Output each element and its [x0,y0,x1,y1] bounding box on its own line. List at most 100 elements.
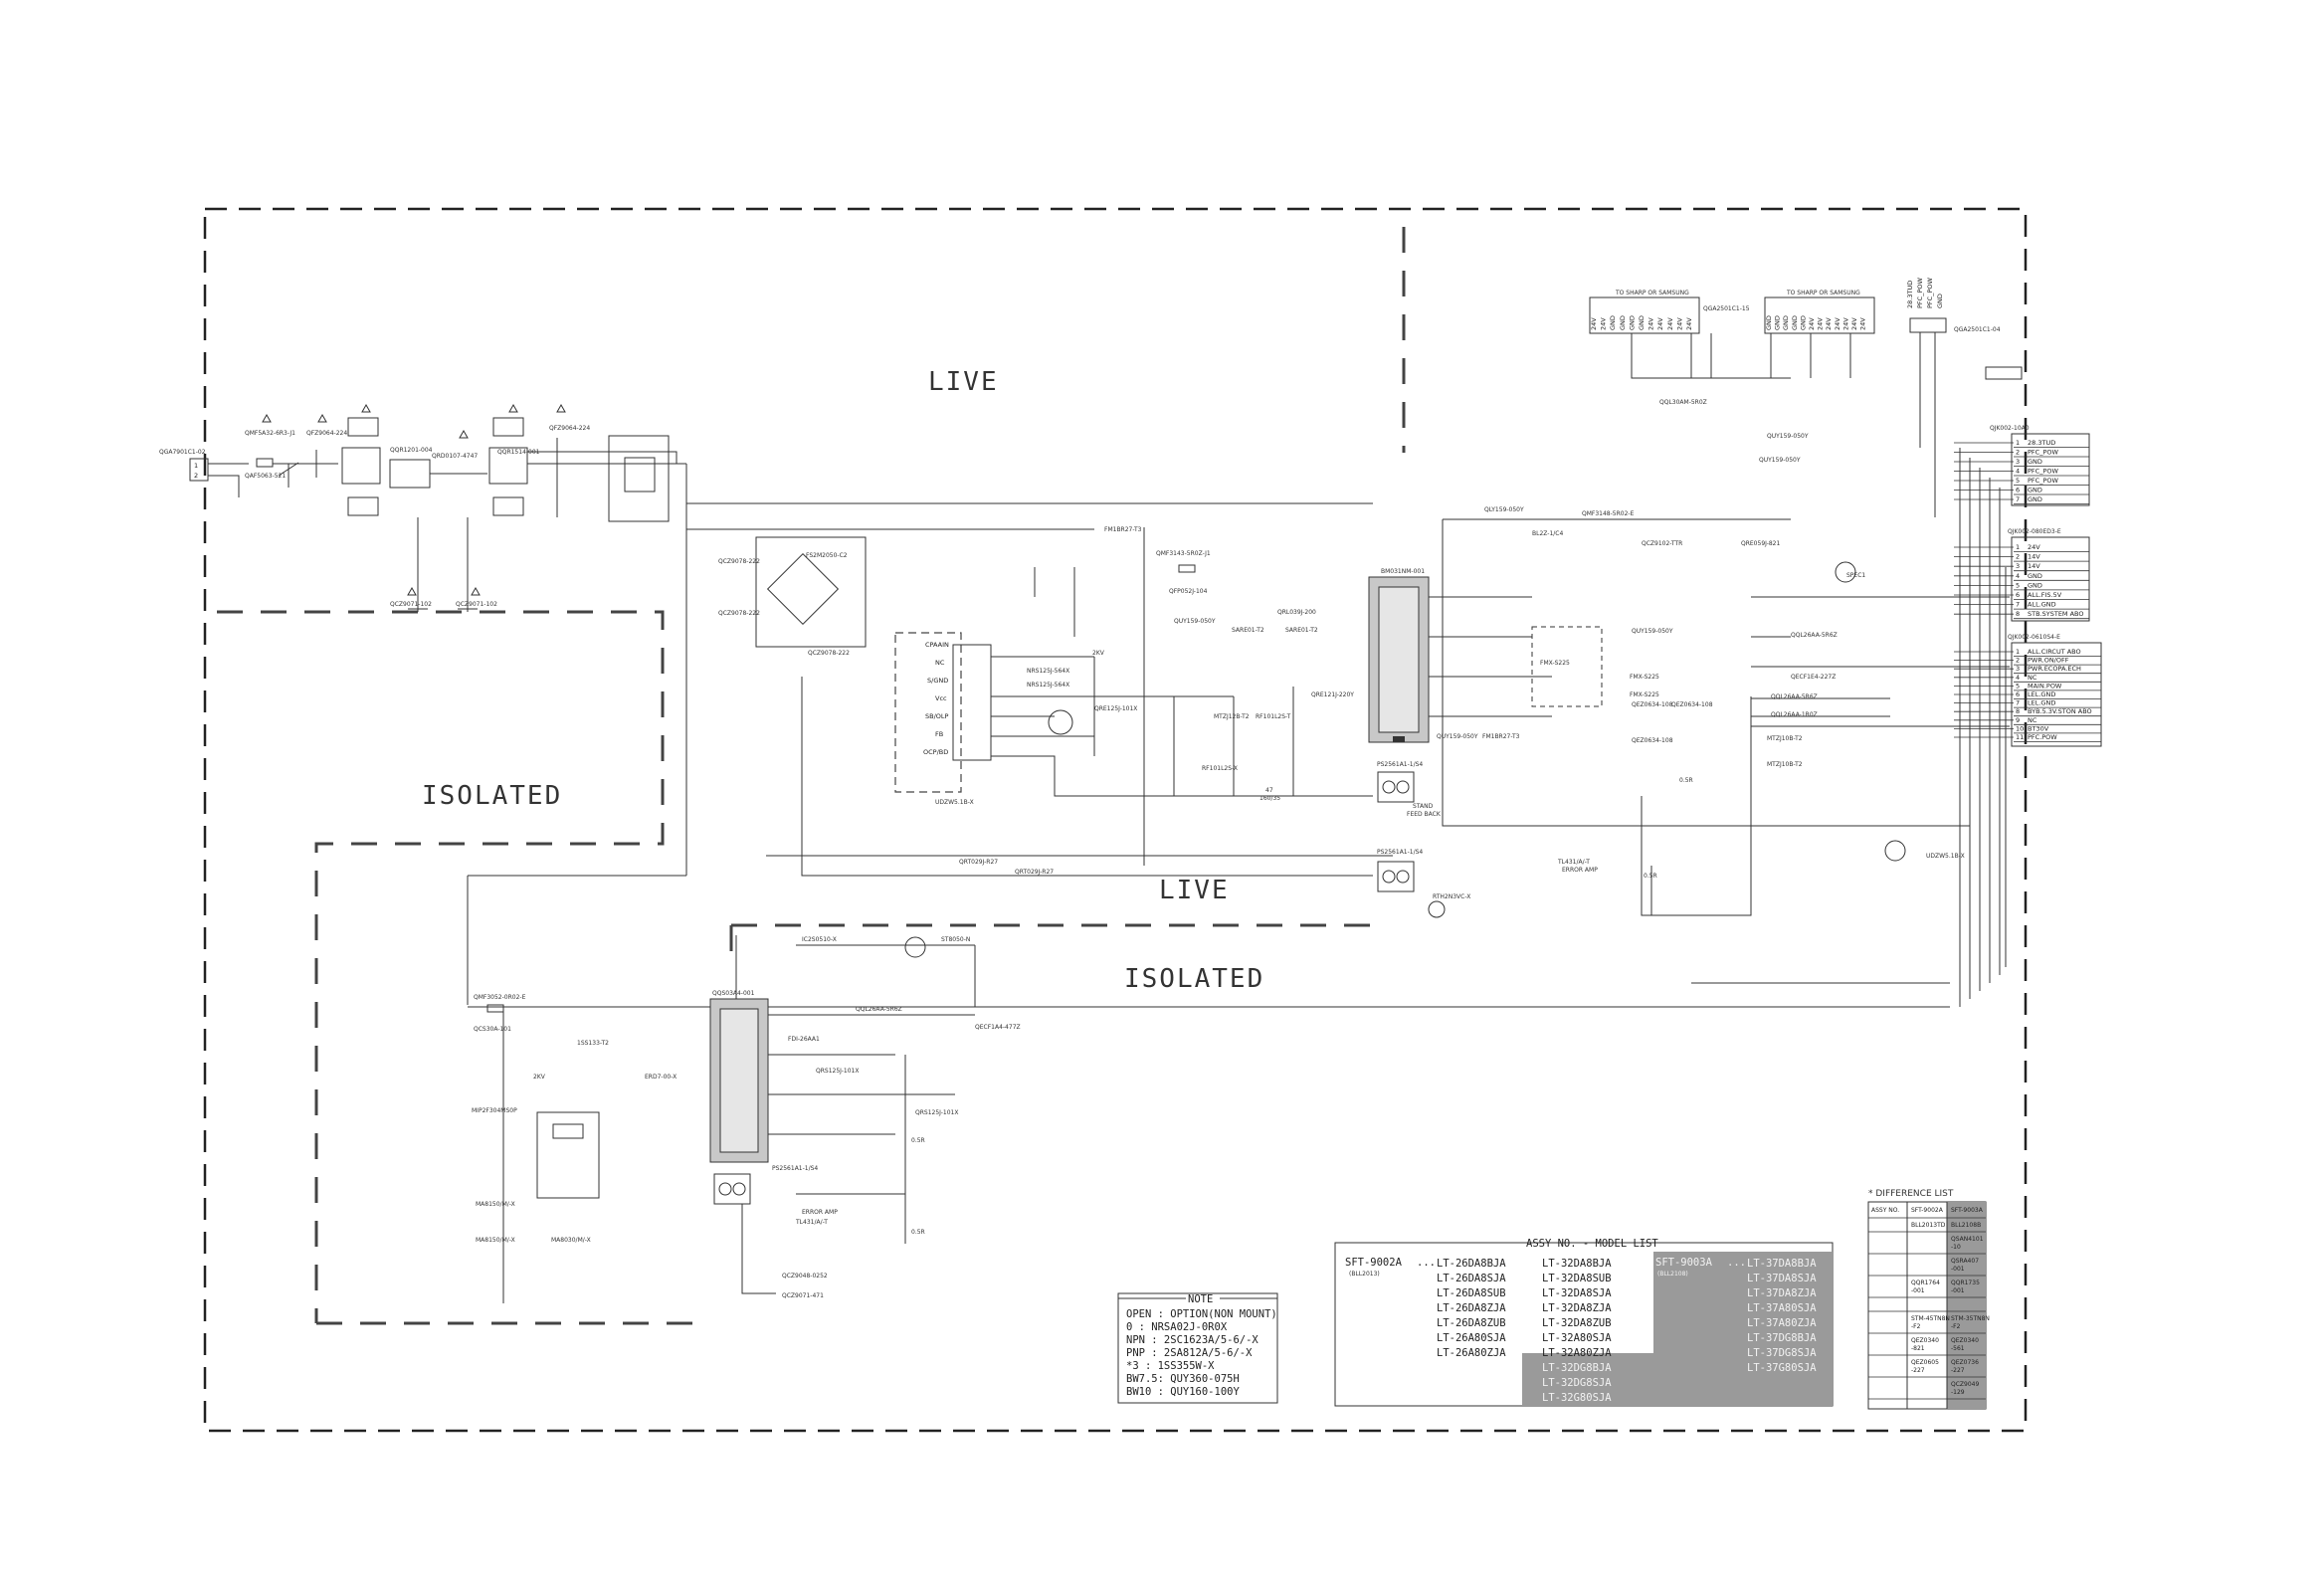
svg-text:TL431/A/-T: TL431/A/-T [795,1219,828,1226]
cn1_pins-pin-7: GND [2028,495,2042,503]
cn3_pins-pin-5: MAIN.POW [2028,682,2062,690]
primary-section: FS2M2050-C2 QCZ9078-222 QCZ9078-222 QCZ9… [467,502,1552,1005]
svg-text:FMX-S225: FMX-S225 [1630,691,1659,698]
standby-supply-section: QMF3052-0R02-E QCS30A-101 1SS133-T2 2KV … [468,936,1021,1303]
svg-text:2: 2 [194,472,198,480]
svg-text:0.5R: 0.5R [1644,873,1657,880]
svg-text:160/35: 160/35 [1259,795,1280,802]
cn2_pins-pin-number: 5 [2016,581,2020,589]
cn1_pins-pin-3: GND [2028,458,2042,466]
svg-text:PFC_POW: PFC_POW [1916,278,1924,308]
svg-text:47: 47 [1265,787,1273,794]
svg-text:QRT029J-R27: QRT029J-R27 [1015,869,1054,876]
sheet-border [203,207,2028,1433]
svg-text:QRT029J-R27: QRT029J-R27 [959,859,998,866]
svg-text:2KV: 2KV [1092,650,1105,657]
diff-cell: QEZ0340 [1951,1337,1979,1344]
relay_pins_2-6: 24V [1808,317,1816,330]
svg-text:FM1BR27-T3: FM1BR27-T3 [1104,526,1142,533]
model-list-title: ASSY NO. - MODEL LIST [1526,1238,1658,1250]
cn2_pins-pin-5: GND [2028,581,2042,589]
controller-ic [952,644,992,761]
svg-text:MA8030/M/-X: MA8030/M/-X [551,1237,591,1244]
diff-cell: QQR1764 [1911,1280,1940,1286]
svg-text:QQL26AA-5R6Z: QQL26AA-5R6Z [856,1006,902,1013]
zone-label-isolated-left: ISOLATED [422,781,562,811]
diff-cell: QCZ9049 [1951,1381,1979,1388]
svg-text:28.3TUD: 28.3TUD [1906,281,1914,308]
model-32in: LT-32DA8ZJA [1542,1302,1612,1314]
svg-text:PS2561A1-1/S4: PS2561A1-1/S4 [772,1165,818,1172]
svg-text:QMF3052-0R02-E: QMF3052-0R02-E [474,994,526,1001]
model-32in: LT-32G80SJA [1542,1392,1612,1404]
input-filter-section: 12 QGA7901C1-02 QMF5A32-6R3-J1 QAF5063-5… [159,403,687,612]
diff-cell: -227 [1911,1367,1925,1374]
diff-cell: -129 [1951,1389,1965,1396]
cn2_pins-pin-8: STB.SYSTEM ABO [2028,610,2084,618]
svg-text:OCP/BD: OCP/BD [923,748,948,756]
relay_pins_2-7: 24V [1817,317,1825,330]
svg-text:MA8150/M/-X: MA8150/M/-X [476,1201,515,1208]
diff-header-cell: SFT-9002A [1911,1207,1944,1214]
cn3_pins-pin-10: BT30V [2028,724,2049,732]
output-connectors: QJK002-10A0 28.3TUD1PFC_POW2GND3PFC_POW4… [735,366,2102,1008]
diff-cell: STM-35TN8N [1951,1315,1990,1322]
relay_pins_1-9: 24V [1666,317,1674,330]
cn3_pins-pin-11: PFC.POW [2028,733,2057,741]
svg-text:QJK002-10A0: QJK002-10A0 [1990,425,2030,432]
line-filter-1 [341,447,381,485]
model-26in: LT-26DA8ZUB [1437,1317,1506,1329]
cn3_pins-pin-number: 7 [2016,699,2020,707]
svg-text:TO SHARP OR SAMSUNG: TO SHARP OR SAMSUNG [1615,290,1689,296]
svg-text:PS2561A1-1/S4: PS2561A1-1/S4 [1377,849,1423,856]
svg-text:QQL26AA-5R6Z: QQL26AA-5R6Z [1791,632,1838,639]
cn2_pins-pin-number: 4 [2016,572,2020,580]
model-32in: LT-32DG8BJA [1542,1362,1612,1374]
svg-text:PS2561A1-1/S4: PS2561A1-1/S4 [1377,761,1423,768]
svg-text:ERROR AMP: ERROR AMP [1562,867,1598,874]
svg-text:SARE01-T2: SARE01-T2 [1285,627,1318,634]
model-26in: LT-26A80SJA [1437,1332,1506,1344]
relay_pins_2-2: GND [1774,315,1782,330]
relay_pins_1-4: GND [1619,315,1627,330]
svg-text:ERD7-00-X: ERD7-00-X [645,1074,677,1081]
cn2_pins-pin-number: 6 [2016,591,2020,599]
svg-text:QQL30AM-5R0Z: QQL30AM-5R0Z [1659,399,1707,406]
diff-cell: QSRA407 [1951,1258,1979,1265]
relay_pins_2-12: 24V [1859,317,1867,330]
controller-dashed-outline [894,632,962,793]
svg-text:QQR1514-001: QQR1514-001 [497,449,540,456]
svg-text:QEZ0634-108: QEZ0634-108 [1671,701,1713,708]
model-32in: LT-32DA8ZUB [1542,1317,1612,1329]
svg-text:QGA2501C1-15: QGA2501C1-15 [1703,305,1750,312]
svg-text:FS2M2050-C2: FS2M2050-C2 [806,552,848,559]
svg-text:QAF5063-521: QAF5063-521 [245,473,286,480]
svg-text:1: 1 [194,462,198,470]
svg-text:MIP2F304MS0P: MIP2F304MS0P [472,1107,517,1114]
cn3_pins-pin-number: 1 [2016,648,2020,656]
relay_pins_1-7: 24V [1647,317,1655,330]
cn1_pins-pin-number: 2 [2016,449,2020,457]
cn3_pins-pin-number: 9 [2016,716,2020,724]
model-37in: LT-37DA8BJA [1747,1258,1817,1270]
svg-text:QRD0107-4747: QRD0107-4747 [432,453,478,460]
svg-text:NRS125J-564X: NRS125J-564X [1027,668,1069,675]
svg-text:QRE125J-101X: QRE125J-101X [1094,705,1137,712]
zone-label-live-mid: LIVE [1159,876,1230,905]
model-32in: LT-32DA8BJA [1542,1258,1612,1270]
zone-label-live-top: LIVE [928,367,999,397]
note-row: 0 : NRSA02J-0R0X [1126,1321,1228,1333]
note-row: *3 : 1SS355W-X [1126,1360,1215,1372]
svg-text:QQR1201-004: QQR1201-004 [390,447,433,454]
relay_pins_1-10: 24V [1675,317,1683,330]
svg-text:QRS125J-101X: QRS125J-101X [816,1068,859,1075]
svg-text:PFC_POW: PFC_POW [1926,278,1934,308]
diff-cell: QEZ0736 [1951,1359,1979,1366]
cn3_pins-pin-number: 8 [2016,707,2020,715]
svg-text:FMX-S225: FMX-S225 [1540,660,1570,667]
svg-text:S/GND: S/GND [927,677,948,685]
diff-cell: QSAN4101 [1951,1236,1984,1243]
svg-text:SPEC1: SPEC1 [1846,572,1865,579]
note-row: BW10 : QUY160-100Y [1126,1386,1240,1398]
